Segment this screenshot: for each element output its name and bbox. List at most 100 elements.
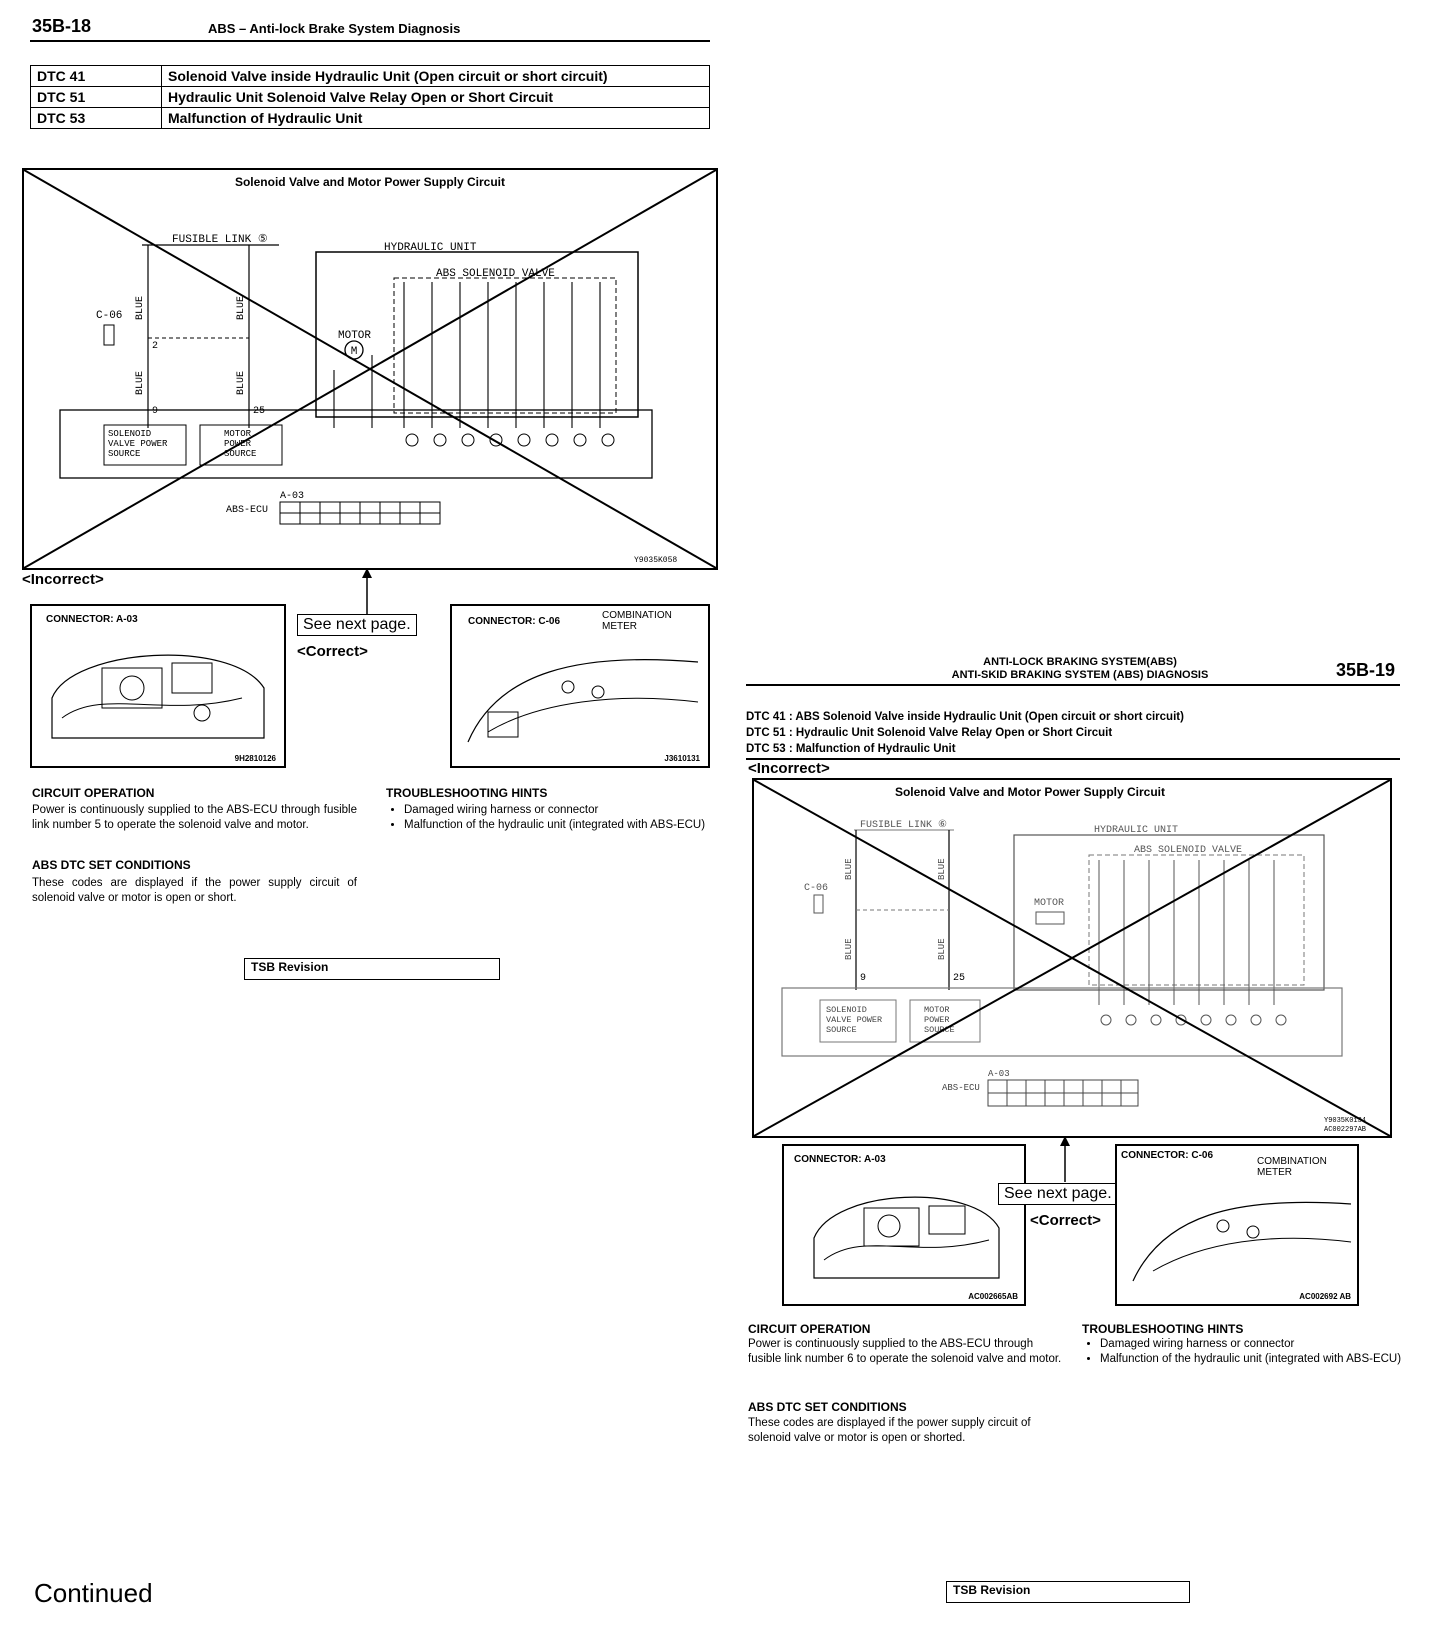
right-connector-c-code: AC002692 AB	[1299, 1292, 1351, 1301]
left-box1-line: SOURCE	[108, 449, 140, 459]
right-connector-c06: C-06	[804, 883, 828, 894]
left-pin-label: 2	[152, 341, 158, 352]
right-fusible-link-label: FUSIBLE LINK ⑥	[860, 819, 947, 831]
right-dtc-list: DTC 41 : ABS Solenoid Valve inside Hydra…	[746, 709, 1184, 757]
left-circuit-operation-text: Power is continuously supplied to the AB…	[32, 804, 357, 831]
right-diagram-svg: Solenoid Valve and Motor Power Supply Ci…	[754, 780, 1390, 1136]
left-box2-line: SOURCE	[224, 449, 256, 459]
right-header-block: ANTI-LOCK BRAKING SYSTEM(ABS) ANTI-SKID …	[850, 656, 1310, 682]
dtc-desc: Malfunction of Hydraulic Unit	[161, 107, 710, 129]
table-row: DTC 53 Malfunction of Hydraulic Unit	[30, 107, 710, 129]
left-wire-color: BLUE	[135, 296, 146, 320]
right-header-line2: ANTI-SKID BRAKING SYSTEM (ABS) DIAGNOSIS	[951, 669, 1209, 681]
right-diagram-code: AC002297AB	[1324, 1126, 1366, 1134]
left-ecu-label: ABS-ECU	[226, 505, 268, 516]
right-incorrect-label: <Incorrect>	[748, 760, 830, 777]
left-connector-a-label: CONNECTOR: A-03	[46, 614, 138, 625]
right-box2-line: SOURCE	[924, 1025, 955, 1035]
right-diagram-code: Y9035K0134	[1324, 1117, 1366, 1125]
left-connector-a03-figure: CONNECTOR: A-03 9H2810126	[30, 604, 286, 768]
left-hints-list: Damaged wiring harness or connector Malf…	[386, 803, 724, 833]
right-ecu-connector: A-03	[988, 1069, 1010, 1079]
right-hydraulic-unit-label: HYDRAULIC UNIT	[1094, 825, 1178, 836]
right-correct-label: <Correct>	[1030, 1212, 1101, 1229]
list-item: DTC 53 : Malfunction of Hydraulic Unit	[746, 743, 956, 755]
left-page-number: 35B-18	[32, 16, 92, 36]
left-box1-line: SOLENOID	[108, 429, 151, 439]
left-arrow-up-icon	[362, 568, 372, 614]
left-abs-dtc-title: ABS DTC SET CONDITIONS	[32, 858, 191, 872]
left-connector-a-code: 9H2810126	[234, 754, 276, 763]
right-header-rule	[746, 684, 1400, 686]
right-circuit-diagram: Solenoid Valve and Motor Power Supply Ci…	[752, 778, 1392, 1138]
dtc-code: DTC 53	[30, 107, 162, 129]
left-connector-c06: C-06	[96, 310, 122, 322]
left-dashboard-illustration	[467, 659, 699, 743]
right-wire-color: BLUE	[937, 858, 947, 880]
right-diagram-title: Solenoid Valve and Motor Power Supply Ci…	[895, 785, 1165, 799]
left-connector-c06-figure: CONNECTOR: C-06 COMBINATION METER J36101…	[450, 604, 710, 768]
right-box2-line: POWER	[924, 1015, 950, 1025]
left-box1-line: VALVE POWER	[108, 439, 168, 449]
left-circuit-diagram: Solenoid Valve and Motor Power Supply Ci…	[22, 168, 718, 570]
left-motor-label: MOTOR	[338, 330, 371, 342]
left-connector-c-code: J3610131	[664, 754, 700, 763]
list-item: DTC 51 : Hydraulic Unit Solenoid Valve R…	[746, 727, 1113, 739]
left-box2-line: MOTOR	[224, 429, 252, 439]
left-see-next-page: See next page.	[297, 614, 417, 636]
right-wire-color: BLUE	[937, 938, 947, 960]
left-ecu-connector: A-03	[280, 491, 304, 502]
right-header-line1: ANTI-LOCK BRAKING SYSTEM(ABS)	[983, 656, 1177, 668]
left-pin-label: 9	[152, 406, 158, 417]
left-wire-color: BLUE	[236, 296, 247, 320]
right-dashboard-illustration	[1132, 1201, 1352, 1282]
left-dtc-table: DTC 41 Solenoid Valve inside Hydraulic U…	[30, 65, 710, 129]
right-box1-line: VALVE POWER	[826, 1015, 882, 1025]
left-correct-label: <Correct>	[297, 643, 368, 660]
right-pin-label: 9	[860, 973, 866, 984]
right-hints-title: TROUBLESHOOTING HINTS	[1082, 1322, 1244, 1336]
table-row: DTC 51 Hydraulic Unit Solenoid Valve Rel…	[30, 86, 710, 108]
left-fusible-link-label: FUSIBLE LINK ⑤	[172, 233, 268, 246]
right-page-number: 35B-19	[1336, 660, 1396, 680]
right-ecu-label: ABS-ECU	[942, 1083, 980, 1093]
continued-label: Continued	[34, 1578, 153, 1608]
right-hints-list: Damaged wiring harness or connector Malf…	[1082, 1337, 1416, 1367]
left-header-title: ABS – Anti-lock Brake System Diagnosis	[208, 21, 461, 36]
right-box1-line: SOLENOID	[826, 1005, 867, 1015]
left-motor-symbol: M	[351, 346, 358, 358]
left-pin-label: 25	[253, 406, 265, 417]
left-diagram-svg: Solenoid Valve and Motor Power Supply Ci…	[24, 170, 716, 568]
left-diagram-title: Solenoid Valve and Motor Power Supply Ci…	[235, 175, 505, 189]
right-circuit-operation-title: CIRCUIT OPERATION	[748, 1322, 871, 1336]
right-box2-line: MOTOR	[924, 1005, 950, 1015]
dtc-desc: Hydraulic Unit Solenoid Valve Relay Open…	[161, 86, 710, 108]
right-connector-c-label: CONNECTOR: C-06	[1121, 1150, 1214, 1161]
right-connector-a-label: CONNECTOR: A-03	[794, 1154, 886, 1165]
right-tsb-revision: TSB Revision	[946, 1581, 1190, 1603]
dtc-code: DTC 51	[30, 86, 162, 108]
left-solenoid-valve-label: ABS SOLENOID VALVE	[436, 268, 555, 280]
right-connector-a-code: AC002665AB	[968, 1292, 1018, 1301]
right-connector-a03-figure: CONNECTOR: A-03 AC002665AB	[782, 1144, 1026, 1306]
list-item: DTC 41 : ABS Solenoid Valve inside Hydra…	[746, 711, 1184, 723]
right-connector-c06-figure: CONNECTOR: C-06 COMBINATION METER AC0026…	[1115, 1144, 1359, 1306]
left-diagram-code: Y9035K058	[634, 556, 677, 565]
right-motor-label: MOTOR	[1034, 898, 1064, 909]
right-pin-label: 25	[953, 973, 965, 984]
left-connector-c-label: CONNECTOR: C-06	[468, 616, 561, 627]
left-wire-color: BLUE	[236, 371, 247, 395]
left-circuit-operation-title: CIRCUIT OPERATION	[32, 786, 155, 800]
left-incorrect-label: <Incorrect>	[22, 571, 104, 588]
right-wire-color: BLUE	[844, 858, 854, 880]
left-header-rule	[30, 40, 710, 42]
left-combination-meter-label: COMBINATION METER	[602, 610, 672, 632]
right-abs-dtc-text: These codes are displayed if the power s…	[748, 1417, 1031, 1444]
right-circuit-operation-text: Power is continuously supplied to the AB…	[748, 1338, 1062, 1365]
right-see-next-page: See next page.	[998, 1183, 1118, 1205]
left-tsb-revision: TSB Revision	[244, 958, 500, 980]
right-abs-dtc-title: ABS DTC SET CONDITIONS	[748, 1400, 907, 1414]
dtc-desc: Solenoid Valve inside Hydraulic Unit (Op…	[161, 65, 710, 87]
right-solenoid-valve-label: ABS SOLENOID VALVE	[1134, 845, 1242, 856]
list-item: Damaged wiring harness or connector	[1100, 1337, 1416, 1352]
